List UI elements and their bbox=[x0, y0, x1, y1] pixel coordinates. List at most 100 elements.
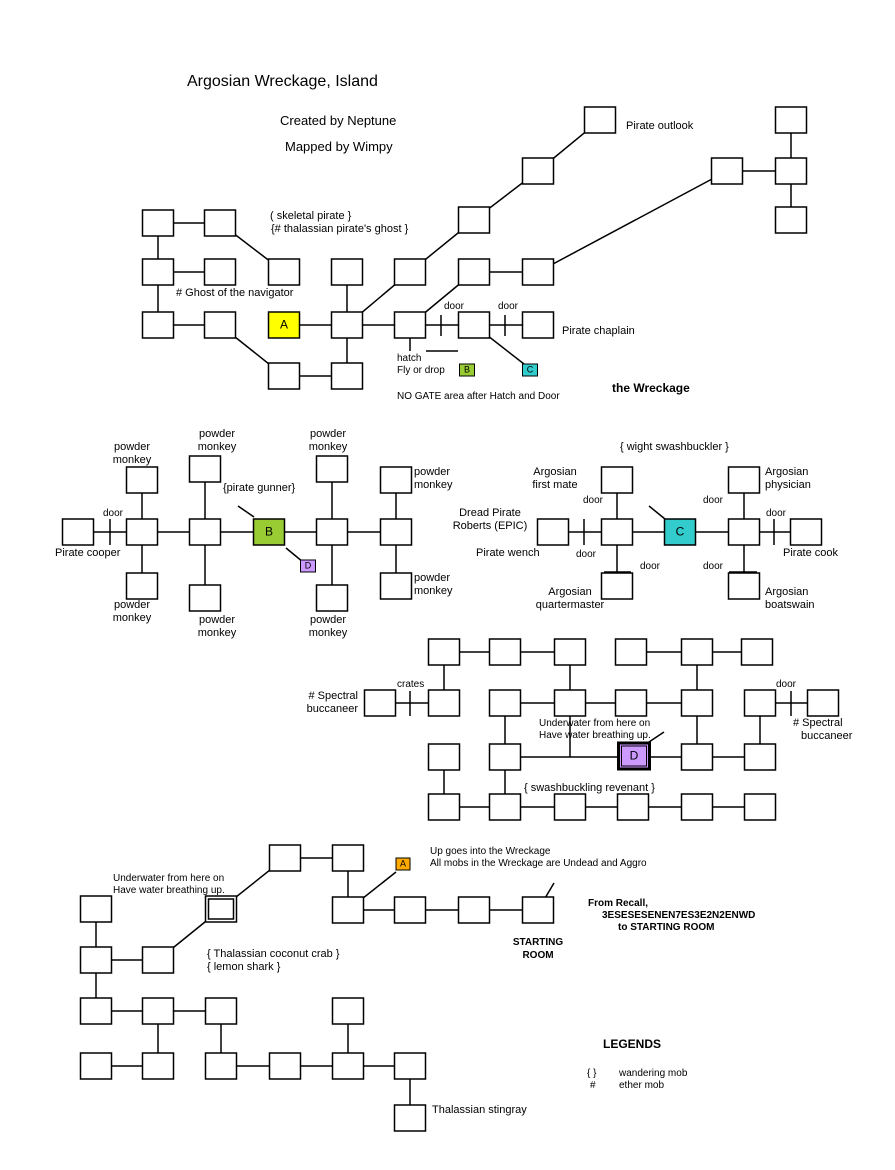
room bbox=[680, 793, 714, 821]
room bbox=[553, 638, 587, 666]
door-label: door bbox=[103, 508, 124, 519]
marker-b-room bbox=[252, 518, 286, 546]
marker-c-room bbox=[663, 518, 697, 546]
room bbox=[457, 896, 491, 924]
room bbox=[125, 518, 159, 546]
room bbox=[393, 896, 427, 924]
marker-a-room bbox=[267, 311, 301, 339]
room bbox=[79, 1052, 113, 1080]
room bbox=[330, 311, 364, 339]
no-gate-note: NO GATE area after Hatch and Door bbox=[397, 391, 560, 402]
door-label: door bbox=[766, 508, 787, 519]
room bbox=[141, 946, 175, 974]
room bbox=[203, 311, 237, 339]
room bbox=[330, 362, 364, 390]
map-title: Argosian Wreckage, Island bbox=[187, 73, 378, 90]
room bbox=[427, 793, 461, 821]
room bbox=[315, 518, 349, 546]
pirate-cooper-label: Pirate cooper bbox=[55, 547, 121, 559]
room bbox=[203, 209, 237, 237]
room bbox=[331, 844, 365, 872]
room bbox=[488, 689, 522, 717]
created-by: Created by Neptune bbox=[280, 113, 397, 128]
wight-swashbuckler-label: { wight swashbuckler } bbox=[620, 441, 729, 453]
room bbox=[806, 689, 840, 717]
room bbox=[600, 572, 634, 600]
coconut-crab-label: { Thalassian coconut crab } bbox=[207, 948, 340, 960]
room bbox=[789, 518, 823, 546]
room bbox=[188, 455, 222, 483]
room bbox=[268, 844, 302, 872]
wandering-mob-label: ( skeletal pirate } bbox=[270, 210, 352, 222]
legend-meaning: wandering mob bbox=[619, 1068, 688, 1079]
hatch-label: hatch bbox=[397, 353, 422, 364]
mapped-by: Mapped by Wimpy bbox=[285, 139, 393, 154]
room bbox=[457, 206, 491, 234]
passage bbox=[537, 170, 728, 273]
room bbox=[680, 689, 714, 717]
wreckage-section-title: the Wreckage bbox=[612, 381, 690, 395]
room bbox=[393, 1052, 427, 1080]
room bbox=[125, 466, 159, 494]
room bbox=[188, 518, 222, 546]
room bbox=[583, 106, 617, 134]
door-label: door bbox=[498, 301, 519, 312]
legend-meaning: ether mob bbox=[619, 1080, 665, 1091]
room bbox=[141, 209, 175, 237]
room bbox=[141, 1052, 175, 1080]
room bbox=[427, 743, 461, 771]
legend-symbol: # bbox=[590, 1080, 596, 1091]
room bbox=[315, 455, 349, 483]
room bbox=[488, 793, 522, 821]
room bbox=[393, 311, 427, 339]
room bbox=[331, 1052, 365, 1080]
pirate-wench-label: Pirate wench bbox=[476, 547, 540, 559]
navigator-label: # Ghost of the navigator bbox=[176, 287, 294, 299]
room bbox=[488, 743, 522, 771]
room bbox=[268, 1052, 302, 1080]
fly-or-drop-label: Fly or drop bbox=[397, 365, 445, 376]
door-label: door bbox=[703, 495, 724, 506]
marker-c-box bbox=[522, 363, 538, 377]
room bbox=[521, 157, 555, 185]
room bbox=[379, 572, 413, 600]
room bbox=[521, 258, 555, 286]
room bbox=[141, 258, 175, 286]
room bbox=[727, 572, 761, 600]
marker-a-label: A bbox=[279, 317, 289, 332]
passage bbox=[237, 505, 255, 518]
pirate-gunner-label: {pirate gunner} bbox=[223, 482, 296, 494]
room bbox=[727, 466, 761, 494]
room bbox=[774, 206, 808, 234]
room bbox=[203, 258, 237, 286]
room bbox=[379, 466, 413, 494]
pirate-cook-label: Pirate cook bbox=[783, 547, 839, 559]
room bbox=[680, 743, 714, 771]
room bbox=[125, 572, 159, 600]
lemon-shark-label: { lemon shark } bbox=[207, 961, 281, 973]
room bbox=[79, 997, 113, 1025]
door-label: door bbox=[703, 561, 724, 572]
door-label: door bbox=[576, 549, 597, 560]
passage bbox=[648, 505, 666, 520]
underwater-room bbox=[207, 898, 235, 920]
swashbuckling-revenant-label: { swashbuckling revenant } bbox=[524, 782, 655, 794]
marker-d-room bbox=[621, 745, 647, 767]
room bbox=[488, 638, 522, 666]
ether-mob-label: {# thalassian pirate's ghost } bbox=[271, 223, 409, 235]
room bbox=[600, 518, 634, 546]
room bbox=[743, 689, 777, 717]
room bbox=[204, 997, 238, 1025]
room bbox=[614, 638, 648, 666]
